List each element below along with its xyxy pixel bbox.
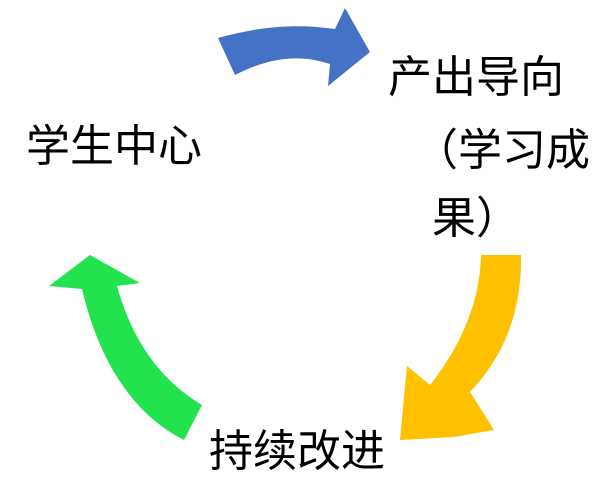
arrow-green bbox=[49, 255, 202, 440]
node-continuous-improvement: 持续改进 bbox=[209, 426, 385, 477]
node-outcome-line-2: （学习成 bbox=[414, 125, 590, 176]
arrow-blue bbox=[218, 8, 370, 86]
node-student-centered: 学生中心 bbox=[26, 121, 202, 172]
node-outcome-line-3: 果） bbox=[432, 193, 520, 244]
node-outcome-line-1: 产出导向 bbox=[388, 52, 564, 103]
arrow-yellow bbox=[400, 255, 522, 440]
